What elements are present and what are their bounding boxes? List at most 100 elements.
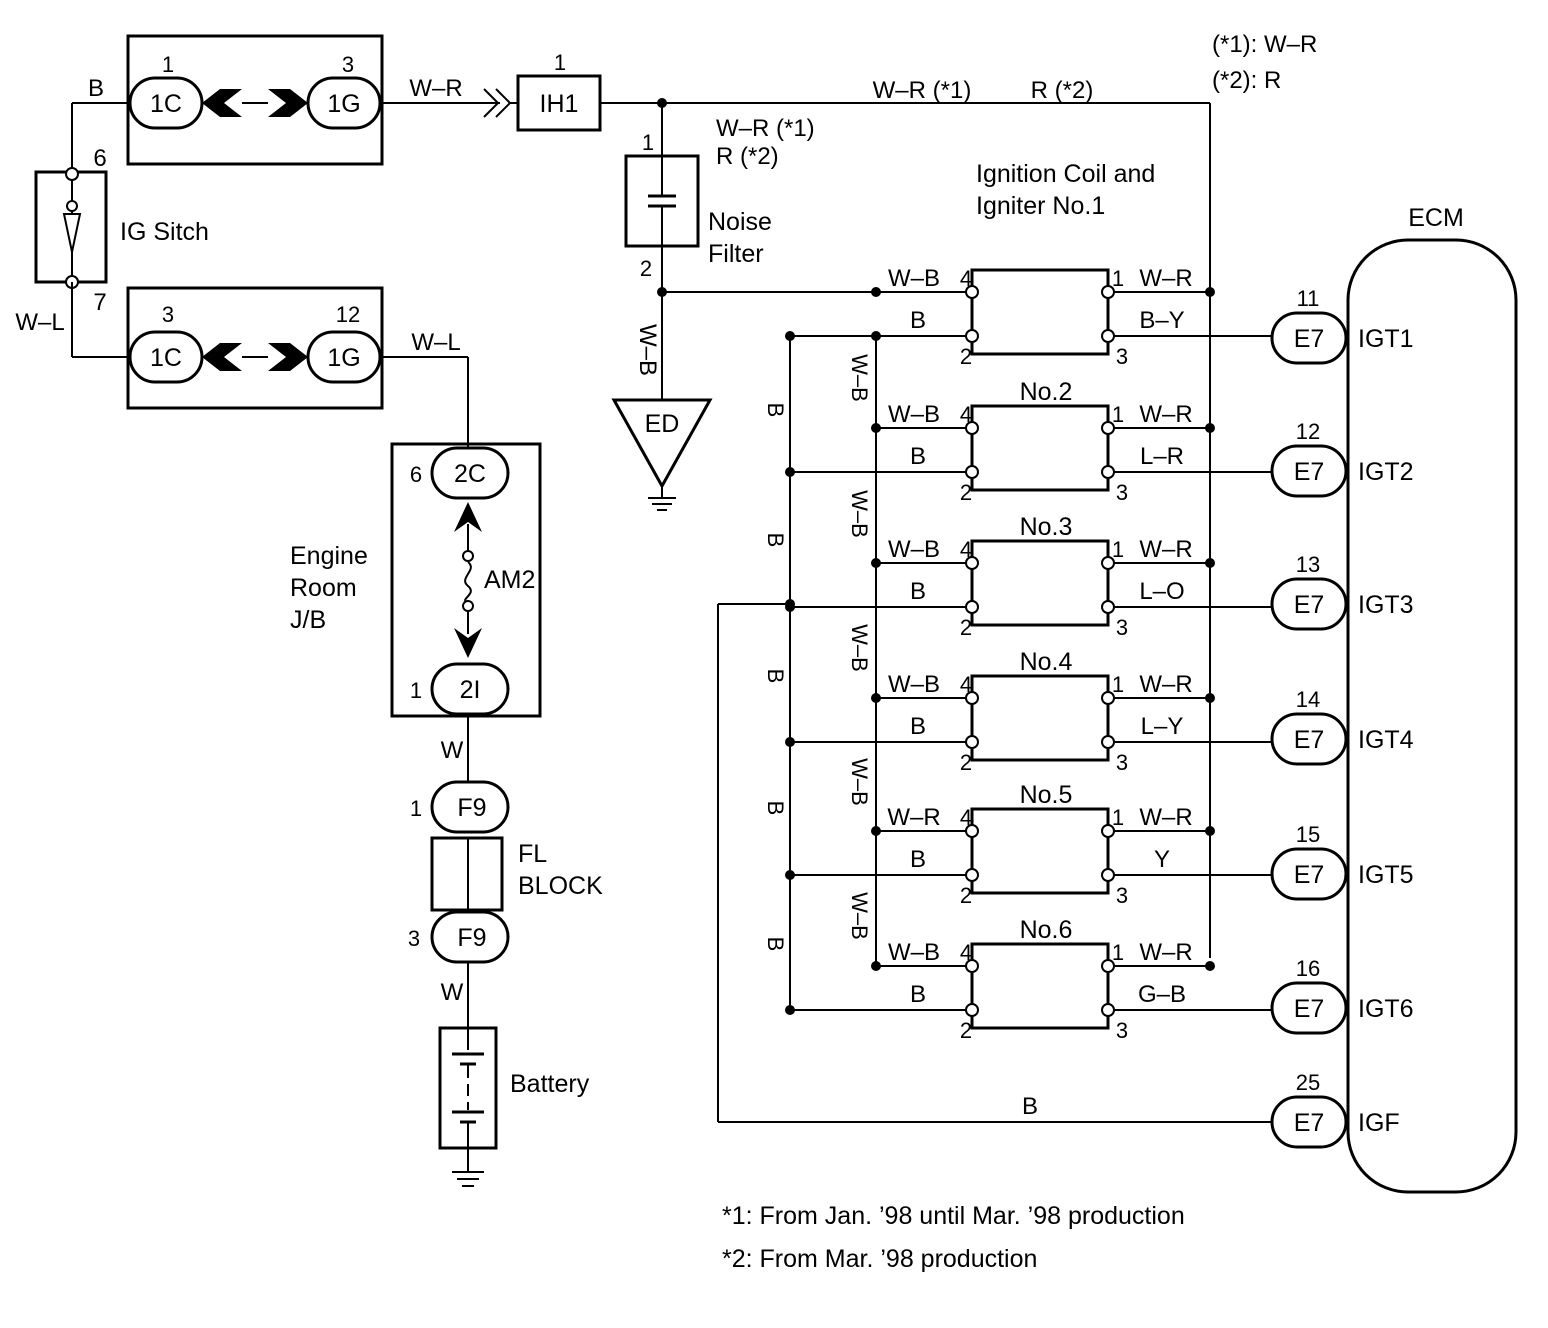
connector-e7-label: E7	[1294, 458, 1325, 486]
pin-ih1: 1	[554, 50, 566, 75]
pin-1g-top: 3	[342, 52, 354, 77]
coil-terminal	[965, 959, 979, 973]
coil-wire-p4: W–B	[888, 939, 940, 966]
coil-wire-p2: B	[910, 578, 926, 605]
wire-label-nf-wr1: W–R (*1)	[716, 115, 815, 142]
wire-label-wb-vert: W–B	[847, 490, 872, 538]
pin-nf-1: 1	[642, 130, 654, 155]
connector-e7	[1270, 311, 1348, 365]
coil-name: No.3	[1020, 513, 1073, 541]
coil-wire-p1: W–R	[1139, 536, 1192, 563]
coil-terminal	[965, 824, 979, 838]
coil-pin-3: 3	[1116, 480, 1128, 505]
coil-pin-4: 4	[960, 672, 972, 697]
legend-note-2: (*2): R	[1212, 67, 1281, 94]
coil-terminal	[1101, 691, 1115, 705]
coil-wire-p1: W–R	[1139, 804, 1192, 831]
ecm-signal-label: IGT4	[1358, 726, 1414, 754]
connector-e7	[1270, 981, 1348, 1035]
connector-1c-top-label: 1C	[150, 90, 182, 118]
pin-f9-bottom: 3	[408, 926, 420, 951]
coil-wire-p2: B	[910, 981, 926, 1008]
coil-terminal	[965, 868, 979, 882]
coil-title-2: Igniter No.1	[976, 192, 1105, 220]
coil-wire-p4: W–B	[888, 671, 940, 698]
connector-1g-top-label: 1G	[327, 90, 360, 118]
coil-wire-p3: L–Y	[1141, 713, 1184, 740]
coil-wire-p4: W–R	[887, 804, 940, 831]
wire-label-wr-top: W–R	[409, 75, 462, 102]
coil-pin-4: 4	[960, 537, 972, 562]
connector-e7	[1270, 1095, 1348, 1149]
coil-wire-p2: B	[910, 307, 926, 334]
coil-pin-1: 1	[1112, 402, 1124, 427]
connector-e7	[1270, 577, 1348, 631]
connector-f9-bottom	[430, 910, 510, 964]
connector-2i	[430, 662, 510, 716]
connector-2i-label: 2I	[460, 676, 481, 704]
coil-wire-p4: W–B	[888, 401, 940, 428]
wire-label-b-vert: B	[763, 937, 788, 952]
coil-terminal	[1101, 1003, 1115, 1017]
ground-ed-label: ED	[645, 410, 680, 438]
pin-1c-top: 1	[162, 52, 174, 77]
ecm-pin-number: 12	[1296, 419, 1320, 444]
coil-module-box	[970, 404, 1110, 492]
wire-label-wb-vert: W–B	[847, 624, 872, 672]
engine-room-jb-box	[390, 442, 542, 718]
connector-f9-top-label: F9	[457, 794, 486, 822]
coil-pin-2: 2	[960, 344, 972, 369]
pin-1g-bottom: 12	[336, 302, 360, 327]
connector-e7	[1270, 712, 1348, 766]
connector-e7-label: E7	[1294, 995, 1325, 1023]
connector-e7	[1270, 847, 1348, 901]
engine-room-label-2: Room	[290, 574, 357, 602]
fl-block-label-1: FL	[518, 840, 547, 868]
coil-name: No.6	[1020, 916, 1073, 944]
coil-module-box	[970, 268, 1110, 356]
coil-pin-4: 4	[960, 266, 972, 291]
connector-arrow-right-icon	[268, 343, 308, 371]
coil-pin-2: 2	[960, 1018, 972, 1043]
coil-terminal	[965, 735, 979, 749]
coil-pin-3: 3	[1116, 750, 1128, 775]
coil-terminal	[1101, 735, 1115, 749]
wire-label-wl-left: W–L	[15, 309, 64, 336]
wire-label-wb-vert: W–B	[847, 758, 872, 806]
connector-arrow-left-icon	[202, 343, 242, 371]
coil-pin-4: 4	[960, 940, 972, 965]
coil-wire-p2: B	[910, 713, 926, 740]
ecm-signal-label: IGT2	[1358, 458, 1414, 486]
ecm-pin-list: E711IGT1E712IGT2E713IGT3E714IGT4E715IGT5…	[1270, 286, 1414, 1149]
wire-label-wb-vert: W–B	[847, 354, 872, 402]
connector-arrow-down-icon	[454, 628, 482, 658]
coil-name: No.4	[1020, 648, 1073, 676]
coil-terminal	[1101, 868, 1115, 882]
fuse-icon	[464, 561, 472, 603]
connector-f9-bottom-label: F9	[457, 924, 486, 952]
ecm-label: ECM	[1408, 204, 1464, 232]
wire-label-igf-b: B	[1022, 1093, 1038, 1120]
wire-label-wl-mid: W–L	[411, 329, 460, 356]
coil-module-box	[970, 539, 1110, 627]
coil-terminal	[965, 465, 979, 479]
coil-pin-2: 2	[960, 615, 972, 640]
connector-1c-bottom-label: 1C	[150, 344, 182, 372]
coil-wire-p1: W–R	[1139, 401, 1192, 428]
wire-label-nf-r2: R (*2)	[716, 143, 779, 170]
noise-filter-label-1: Noise	[708, 208, 772, 236]
coil-wire-p4: W–B	[888, 265, 940, 292]
connector-ih1-label: IH1	[540, 90, 579, 118]
coil-pin-1: 1	[1112, 537, 1124, 562]
coil-wire-p3: B–Y	[1139, 307, 1184, 334]
ecm-pin-number: 15	[1296, 822, 1320, 847]
